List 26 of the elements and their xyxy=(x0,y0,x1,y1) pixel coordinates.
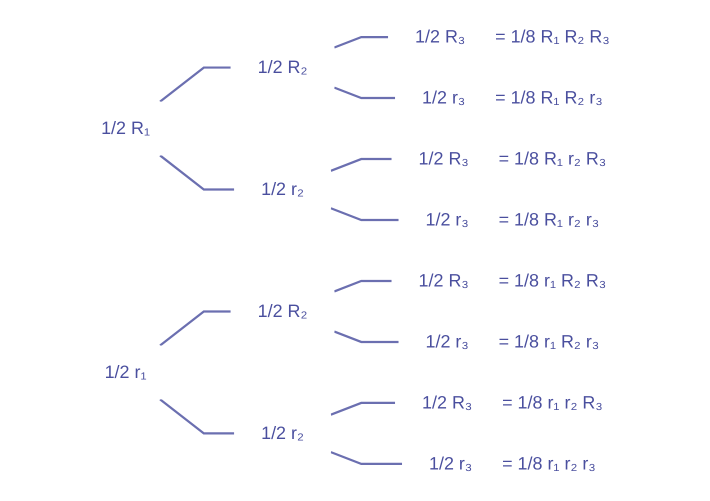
connector xyxy=(330,402,395,416)
node-text: 1/2 r₃ = 1/8 R₁ R₂ r₃ xyxy=(422,88,602,108)
node-text: 1/2 r₃ = 1/8 r₁ R₂ r₃ xyxy=(425,332,599,352)
node-text: 1/2 R₃ = 1/8 R₁ r₂ R₃ xyxy=(418,149,606,169)
connector xyxy=(334,330,398,344)
node-text: 1/2 r₃ = 1/8 R₁ r₂ r₃ xyxy=(425,210,599,230)
connector xyxy=(159,310,230,346)
node-text: 1/2 R₂ xyxy=(257,302,308,322)
connector xyxy=(334,86,395,100)
connector xyxy=(159,398,234,435)
connector xyxy=(330,207,398,222)
connector xyxy=(330,451,402,466)
node-text: 1/2 R₁ xyxy=(100,118,150,138)
connector xyxy=(334,36,388,49)
node-text: 1/2 R₃ = 1/8 R₁ R₂ R₃ xyxy=(414,27,610,47)
connector xyxy=(330,158,392,172)
node-text: 1/2 R₂ xyxy=(257,58,308,78)
node-text: 1/2 r₃ = 1/8 r₁ r₂ r₃ xyxy=(428,454,596,474)
connector xyxy=(334,280,392,292)
node-text: 1/2 r₁ xyxy=(104,362,146,382)
node-text: 1/2 R₃ = 1/8 r₁ R₂ R₃ xyxy=(418,271,606,291)
node-text: 1/2 r₂ xyxy=(260,424,304,444)
node-text: 1/2 R₃ = 1/8 r₁ r₂ R₃ xyxy=(422,393,602,413)
connector xyxy=(159,66,230,103)
node-text: 1/2 r₂ xyxy=(260,180,304,200)
connector xyxy=(159,154,234,191)
